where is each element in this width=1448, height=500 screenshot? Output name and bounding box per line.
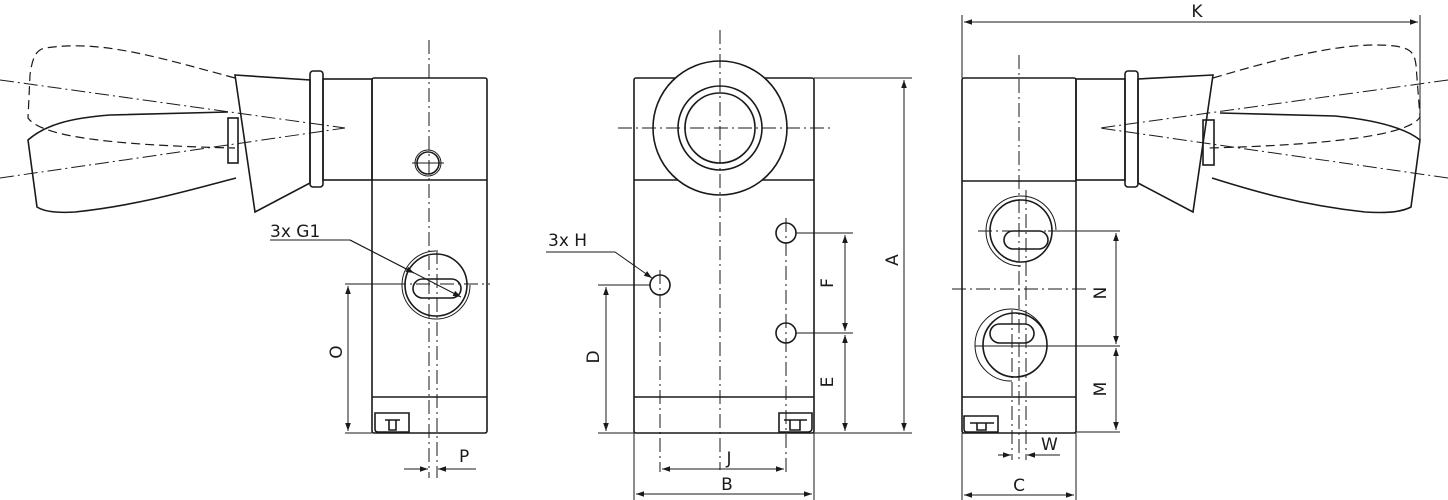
lever-handle-phantom: [0, 45, 346, 179]
right-side-view: K N M W C: [952, 2, 1448, 500]
hole-callout-label: 3x H: [548, 231, 587, 251]
lever-handle-phantom: [1099, 44, 1448, 179]
dimension-m-label: M: [1091, 382, 1111, 397]
dimension-w-label: W: [1041, 435, 1058, 455]
dimension-k-label: K: [1191, 2, 1203, 22]
port-callout-label: 3x G1: [270, 222, 320, 242]
hole-callout-leader: [546, 251, 653, 279]
dimension-f-label: F: [818, 278, 838, 288]
port-callout-arrow: [349, 239, 415, 274]
dimension-o-label: O: [327, 345, 347, 358]
dimension-c-label: C: [1013, 476, 1025, 496]
front-view: 3x H A F E D J B: [546, 30, 912, 500]
lever-handle: [27, 70, 373, 214]
dimension-d-label: D: [584, 350, 604, 363]
dimension-e-label: E: [818, 377, 838, 388]
dimension-j-label: J: [725, 449, 731, 469]
dimension-a-label: A: [883, 254, 903, 266]
lever-handle: [1075, 70, 1421, 214]
dimension-b-label: B: [721, 475, 733, 495]
dimension-p-label: P: [459, 447, 469, 467]
left-side-view: 3x G1 O P: [0, 40, 490, 478]
dimension-n-label: N: [1091, 287, 1111, 300]
